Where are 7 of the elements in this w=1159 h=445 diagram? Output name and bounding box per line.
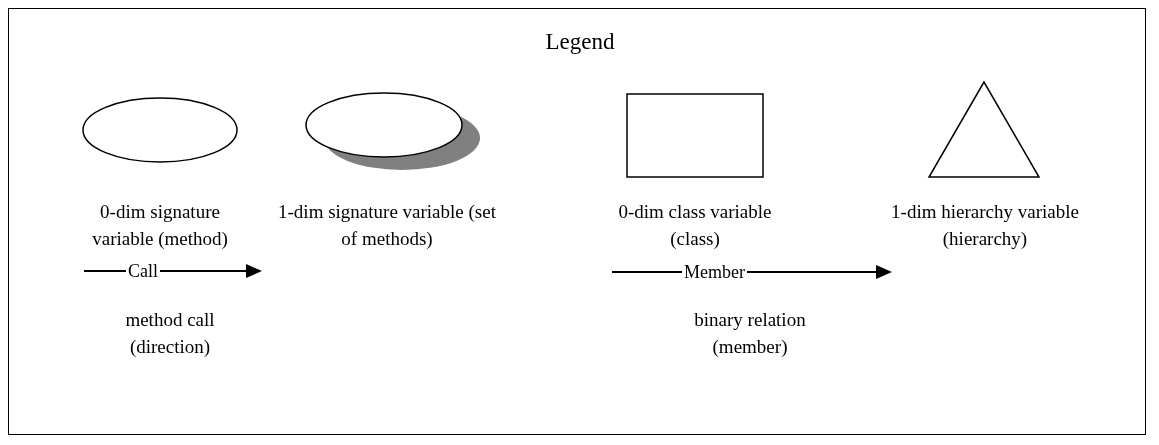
legend-text: 0-dim signature variable (method) (91, 200, 229, 251)
legend-text: method call (direction) (124, 308, 216, 359)
legend-text: 0-dim class variable (class) (617, 200, 773, 251)
legend-text: 1-dim signature variable (set of methods) (277, 200, 497, 251)
legend-title: Legend (544, 28, 616, 55)
legend-text: 1-dim hierarchy variable (hierarchy) (890, 200, 1080, 251)
legend-text: binary relation (member) (693, 308, 807, 359)
